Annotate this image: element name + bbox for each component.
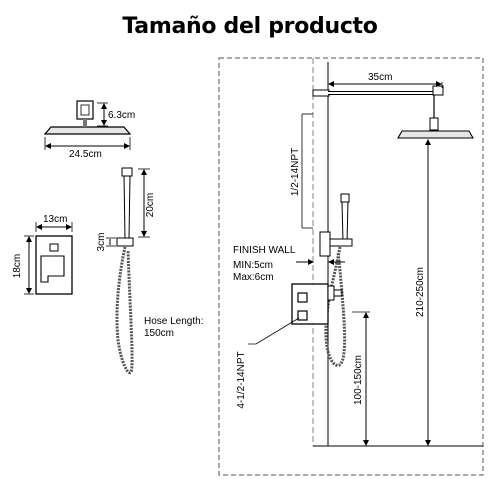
finish-wall-label: FINISH WALL [233,245,296,256]
installation-diagram: 35cm 1/2-14NPT FINISH WALL MIN:5cm Max:6… [218,57,484,476]
shower-head-plate [43,126,132,135]
arm-length-label: 35cm [368,72,392,83]
holder-height-range-label: 100-150cm [353,355,364,405]
head-height-range-label: 210-250cm [415,267,426,317]
valve-height-label: 18cm [12,254,23,278]
hand-shower-bracket-icon [116,237,134,247]
shower-head-detail: 6.3cm 24.5cm [43,100,135,160]
valve-width-label: 13cm [43,214,67,225]
valve-handle-icon [40,255,65,283]
handheld-height-label: 20cm [145,193,156,217]
valve-box [291,283,329,325]
hose-length-label-line1: Hose Length: [144,316,204,327]
head-width-label: 24.5cm [69,149,102,160]
wall-min-label: MIN:5cm [233,260,273,271]
hose-length-label-line2: 150cm [144,328,174,339]
head-height-label: 6.3cm [108,110,135,121]
hose-icon [115,246,134,375]
valve-detail: 13cm 18cm [12,214,73,295]
bracket-height-label: 3cm [96,233,107,252]
wall-max-label: Max:6cm [233,272,274,283]
hand-shower-detail: 20cm 3cm Hose Length: 150cm [96,167,204,375]
installation-frame [218,57,484,476]
valve-thread-label: 4-1/2-14NPT [236,351,247,408]
hand-shower-head-icon [121,167,133,177]
installed-hand-shower [341,201,349,243]
installed-hose [324,246,347,367]
page-title: Tamaño del producto [122,14,378,39]
arm-thread-label: 1/2-14NPT [290,148,301,196]
installed-shower-head [397,130,474,139]
